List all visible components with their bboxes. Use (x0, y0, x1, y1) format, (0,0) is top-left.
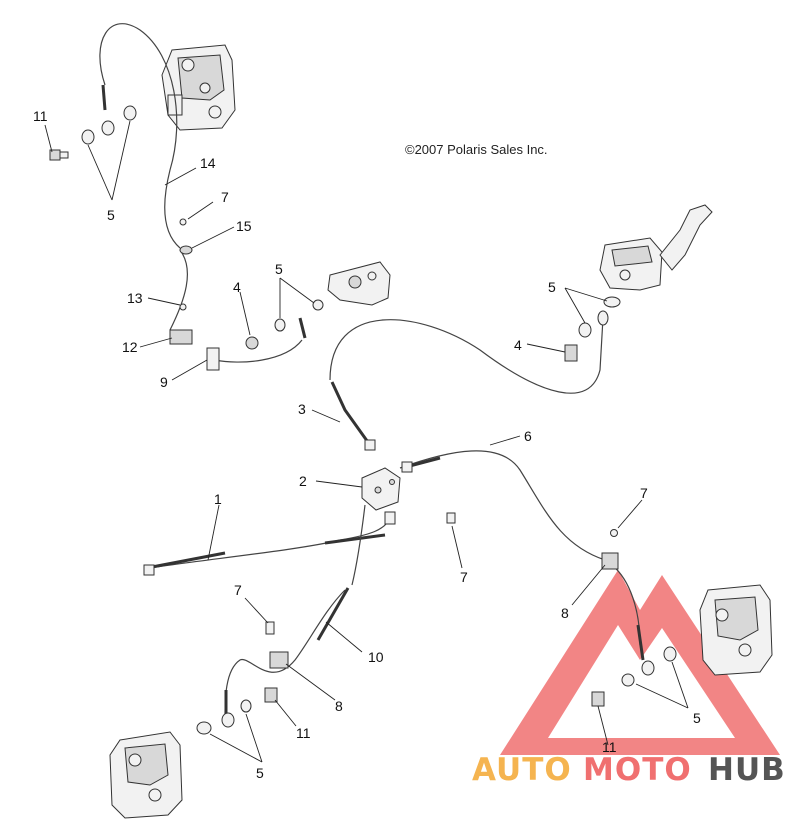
watermark-logo (500, 570, 780, 755)
callout-5-top-left: 5 (107, 207, 115, 223)
callout-5-right-top: 5 (548, 279, 556, 295)
callout-10: 10 (368, 649, 384, 665)
callout-9: 9 (160, 374, 168, 390)
callout-2: 2 (299, 473, 307, 489)
callout-14: 14 (200, 155, 216, 171)
watermark-moto: MOTO (583, 752, 692, 788)
callout-labels: 11 5 14 7 15 13 12 9 4 5 5 4 3 2 6 7 7 1… (33, 108, 701, 781)
watermark-text: AUTO MOTO HUB (472, 752, 786, 788)
callout-1: 1 (214, 491, 222, 507)
callout-6: 6 (524, 428, 532, 444)
front-caliper-top-left (161, 44, 236, 131)
callout-13: 13 (127, 290, 143, 306)
callout-7-right: 7 (640, 485, 648, 501)
callout-5-bottom-right: 5 (693, 710, 701, 726)
master-cylinder (599, 204, 713, 291)
callout-5-bottom-left: 5 (256, 765, 264, 781)
callout-3: 3 (298, 401, 306, 417)
front-caliper-right (699, 584, 773, 676)
callout-11-lower: 11 (296, 725, 311, 741)
callout-8-right: 8 (561, 605, 569, 621)
callout-7-center: 7 (460, 569, 468, 585)
watermark-hub: HUB (708, 752, 786, 788)
rear-caliper-small (327, 261, 391, 306)
front-caliper-bottom-left (109, 731, 183, 819)
callout-7-lower-left: 7 (234, 582, 242, 598)
callout-4-right: 4 (514, 337, 522, 353)
callout-11-top: 11 (33, 108, 48, 124)
hardware (49, 105, 677, 735)
callout-15: 15 (236, 218, 252, 234)
callout-4-left: 4 (233, 279, 241, 295)
callout-12: 12 (122, 339, 138, 355)
callout-5-middle: 5 (275, 261, 283, 277)
callout-8-left: 8 (335, 698, 343, 714)
callout-11-right: 11 (602, 739, 617, 755)
watermark-auto: AUTO (472, 752, 572, 788)
copyright-text: ©2007 Polaris Sales Inc. (405, 142, 548, 157)
leader-lines (44, 120, 689, 763)
callout-7-top: 7 (221, 189, 229, 205)
